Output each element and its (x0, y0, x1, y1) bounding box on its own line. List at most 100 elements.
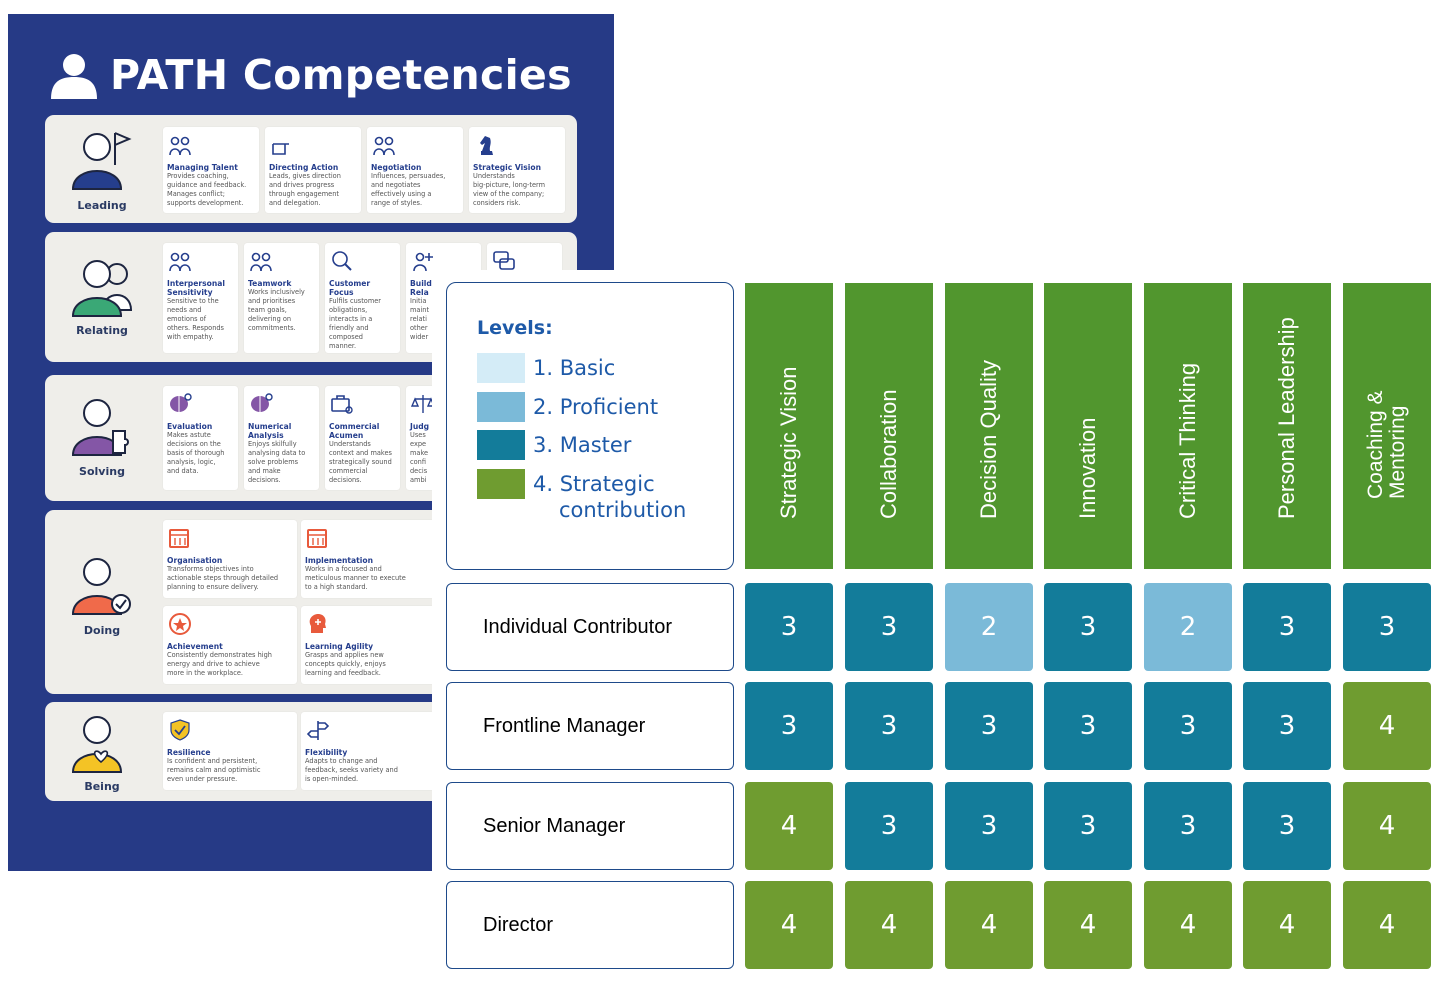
card-title-line: Resilience (167, 748, 211, 757)
card-description-line: learning and feedback. (305, 669, 381, 677)
card-description-line: more in the workplace. (167, 669, 243, 677)
level-cell: 3 (845, 782, 933, 870)
level-cell: 4 (1343, 682, 1431, 770)
card-title-line: Evaluation (167, 422, 213, 431)
card-description-line: analysing data to (248, 449, 306, 457)
column-header: Strategic Vision (745, 283, 833, 569)
card-description-line: make (410, 449, 429, 457)
card-description-line: effectively using a (371, 190, 432, 198)
level-cell: 3 (745, 682, 833, 770)
column-header: Critical Thinking (1144, 283, 1232, 569)
card-title-line: Sensitivity (167, 288, 213, 297)
column-header: Decision Quality (945, 283, 1033, 569)
legend-level-1: 1. Basic (477, 353, 717, 385)
column-header-label: Decision Quality (976, 360, 1001, 519)
row-label-text: Director (483, 914, 554, 936)
person-puzzle-icon (59, 391, 143, 471)
card-description-line: manner. (329, 342, 357, 350)
card-title-line: Acumen (329, 431, 364, 440)
level-cell: 4 (1044, 881, 1132, 969)
card-description-line: and prioritises (248, 297, 296, 305)
card-description-line: energy and drive to achieve (167, 660, 260, 668)
level-cell: 2 (1144, 583, 1232, 671)
card-description-line: decisions. (248, 476, 281, 484)
level-cell: 4 (845, 881, 933, 969)
card-description-line: team goals, (248, 306, 287, 314)
card-description: Provides coaching,guidance and feedback.… (167, 172, 256, 208)
column-header-label: Collaboration (876, 389, 901, 519)
row-label: Frontline Manager (446, 682, 734, 770)
card-description-line: Grasps and applies new (305, 651, 384, 659)
card-title-line: Focus (329, 288, 354, 297)
band-label: Relating (76, 324, 128, 337)
level-cell: 3 (1144, 682, 1232, 770)
calendar-gear-icon (305, 525, 331, 551)
card-description-line: Transforms objectives into (167, 565, 254, 573)
signpost-icon (305, 717, 331, 743)
card-description-line: Works in a focused and (305, 565, 382, 573)
card-description-line: and delegation. (269, 199, 321, 207)
card-description-line: others. Responds (167, 324, 224, 332)
person-check-icon (59, 550, 143, 630)
card-title: Flexibility (305, 748, 347, 757)
card-description-line: and data. (167, 467, 199, 475)
card-description-line: even under pressure. (167, 775, 238, 783)
level-cell: 3 (1044, 782, 1132, 870)
card-title: Strategic Vision (473, 163, 541, 172)
level-cell: 4 (1144, 881, 1232, 969)
card-title-line: Organisation (167, 556, 223, 565)
card-description-line: composed (329, 333, 363, 341)
card-title: Negotiation (371, 163, 421, 172)
chat-bubbles-icon (491, 248, 517, 274)
level-cell: 2 (945, 583, 1033, 671)
legend-level-3: 3. Master (477, 430, 717, 462)
card-description-line: Manages conflict; (167, 190, 225, 198)
level-cell: 4 (1343, 881, 1431, 969)
level-cell: 3 (1343, 583, 1431, 671)
legend-level-label: 2. Proficient (533, 394, 659, 419)
pointing-hand-icon (269, 132, 295, 158)
poster-title-text: PATH Competencies (110, 51, 572, 99)
legend-swatch (477, 391, 525, 422)
column-header-label: Strategic Vision (776, 366, 801, 519)
band-label: Doing (83, 624, 121, 637)
card-description-line: decisions on the (167, 440, 221, 448)
card-description-line: context and makes (329, 449, 392, 457)
band-label: Leading (77, 199, 127, 212)
card-description-line: Enjoys skilfully (248, 440, 297, 448)
card-description-line: Makes astute (167, 431, 211, 439)
level-cell: 3 (945, 682, 1033, 770)
card-description-line: relati (410, 315, 427, 323)
level-cell: 3 (1044, 682, 1132, 770)
shield-check-icon (167, 717, 193, 743)
card-description-line: delivering on (248, 315, 292, 323)
column-header-label: Coaching &Mentoring (1364, 390, 1409, 499)
card-description-line: interacts in a (329, 315, 373, 323)
card-title-line: Judg (410, 422, 430, 431)
column-header-label: Personal Leadership (1274, 317, 1299, 519)
legend-level-2: 2. Proficient (477, 391, 717, 424)
legend-level-label-line: 4. Strategic (533, 471, 655, 496)
level-cell: 4 (1343, 782, 1431, 870)
calendar-icon (167, 525, 193, 551)
card-description-line: decisions. (329, 476, 362, 484)
card-description-line: decis (410, 467, 428, 475)
card-description-line: big-picture, long-term (473, 181, 546, 189)
